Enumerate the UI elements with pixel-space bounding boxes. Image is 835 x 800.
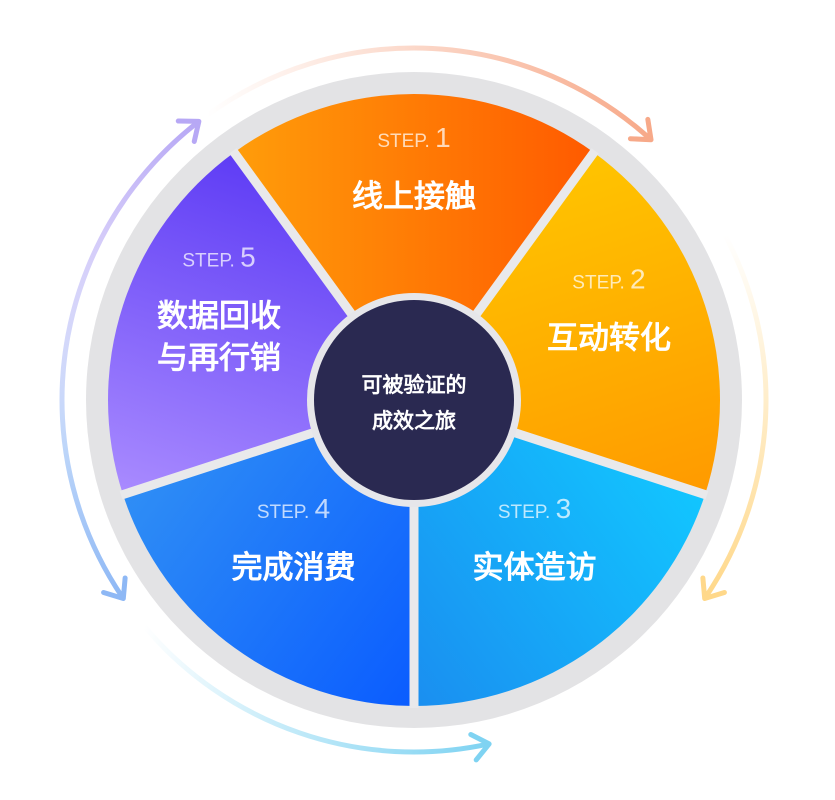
step-title-5-line-1: 数据回收 [157, 299, 281, 335]
step-title-5-line-2: 与再行销 [157, 341, 281, 377]
step-title-2-line-1: 互动转化 [547, 321, 671, 357]
arrow-bottom-head [468, 732, 492, 763]
center-hub-circle [314, 300, 514, 500]
arrow-right-arc [703, 232, 769, 600]
step-labels: STEP. 1 线上接触 STEP. 2 互动转化 STEP. 3 实体造访 STEP. 4… [157, 122, 671, 586]
step-segment-1 [234, 93, 594, 401]
arrow-left-head [101, 575, 128, 601]
arrow-bottom-arc [141, 623, 490, 755]
step-word-4: STEP. [257, 502, 315, 523]
arrow-top-left-head [175, 118, 202, 144]
step-number-2: 2 [630, 264, 646, 295]
step-number-3: 3 [556, 493, 572, 524]
step-label-3: STEP. 3 [498, 493, 571, 524]
step-word-5: STEP. [182, 251, 240, 272]
circular-arrows [59, 45, 769, 763]
arrow-right-head [700, 575, 727, 601]
step-label-5: STEP. 5 [182, 242, 255, 273]
center-title-line-2: 成效之旅 [372, 409, 456, 433]
step-label-2: STEP. 2 [572, 264, 645, 295]
step-label-1: STEP. 1 [377, 122, 450, 153]
step-word-2: STEP. [572, 273, 630, 294]
arrow-top-left-arc [59, 120, 200, 452]
step-title-3-line-1: 实体造访 [472, 550, 596, 586]
step-number-4: 4 [315, 493, 331, 524]
arrow-top-arc [204, 45, 653, 141]
arrow-top-head [627, 116, 654, 143]
step-title-1-line-1: 线上接触 [352, 179, 476, 215]
step-number-5: 5 [240, 242, 256, 273]
step-word-3: STEP. [498, 502, 556, 523]
step-word-1: STEP. [377, 131, 435, 152]
center-hub: 可被验证的 成效之旅 [307, 293, 521, 507]
step-title-4-line-1: 完成消费 [232, 550, 356, 586]
center-title-line-1: 可被验证的 [362, 373, 467, 397]
step-number-1: 1 [435, 122, 451, 153]
step-label-4: STEP. 4 [257, 493, 330, 524]
